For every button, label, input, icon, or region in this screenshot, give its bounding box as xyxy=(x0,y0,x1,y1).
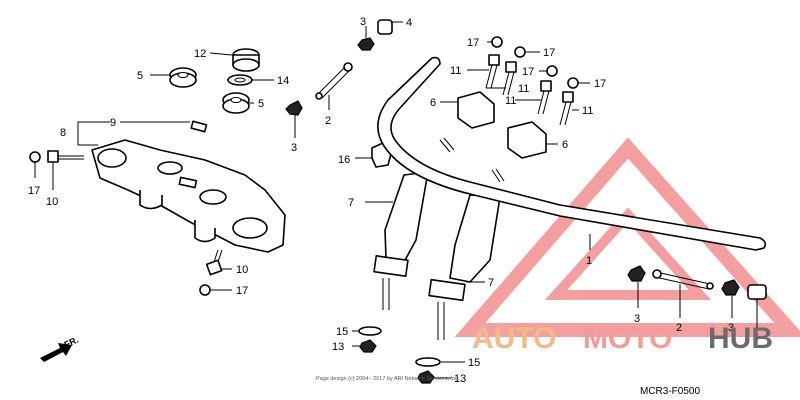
label-10-left: 10 xyxy=(46,196,58,208)
label-3-mid: 3 xyxy=(291,142,297,154)
label-11-b: 11 xyxy=(518,83,529,95)
fr-label: FR. xyxy=(63,335,80,350)
label-17-c: 17 xyxy=(522,66,534,78)
handlebar-holder-upper: 6 xyxy=(430,91,495,129)
front-direction-arrow: FR. xyxy=(40,335,80,362)
copyright-text: Page design (c) 2004 - 2017 by ARI Netwo… xyxy=(316,376,460,382)
watermark-hub: HUB xyxy=(708,322,773,355)
pinch-bolt-10-left: 17 10 xyxy=(28,150,84,208)
label-8: 8 xyxy=(60,127,66,139)
label-17-a: 17 xyxy=(467,37,479,49)
label-1: 1 xyxy=(586,255,592,267)
nut-3-mid: 3 xyxy=(285,100,303,154)
callout-8-9: 8 9 xyxy=(60,117,208,146)
label-13-left: 13 xyxy=(332,341,344,353)
label-17-left: 17 xyxy=(28,185,40,197)
label-11-a: 11 xyxy=(450,65,461,77)
label-3-right-b: 3 xyxy=(728,322,734,334)
label-15-right: 15 xyxy=(468,357,480,369)
nut-and-clip-top: 3 4 xyxy=(357,16,412,51)
pinch-bolt-10-lower: 10 17 xyxy=(199,249,248,297)
label-4-right: 4 xyxy=(753,332,759,344)
label-10-lower: 10 xyxy=(236,264,248,276)
washer-nut-right: 15 13 xyxy=(415,357,480,385)
label-11-c: 11 xyxy=(505,95,516,107)
label-2-left: 2 xyxy=(325,115,331,127)
label-12: 12 xyxy=(194,48,206,60)
label-7-left: 7 xyxy=(348,197,354,209)
handlebar-pipe: 1 xyxy=(377,56,767,267)
watermark-auto: AUTO xyxy=(472,322,556,355)
label-3-top: 3 xyxy=(360,16,366,28)
fork-pipe-left: 7 xyxy=(348,171,429,310)
label-3-right-a: 3 xyxy=(634,313,640,325)
label-5-top: 5 xyxy=(137,70,143,82)
label-6-lower: 6 xyxy=(562,139,568,151)
rod-assembly-right: 3 2 3 4 xyxy=(627,265,767,344)
label-16: 16 xyxy=(338,154,350,166)
watermark-triangle-inner xyxy=(544,207,712,300)
arrow-icon xyxy=(40,343,72,362)
label-14: 14 xyxy=(277,75,289,87)
label-13-right: 13 xyxy=(454,373,466,385)
diagram-code: MCR3-F0500 xyxy=(640,386,700,397)
label-17-lower: 17 xyxy=(236,285,248,297)
handlebar-holder-lower: 6 xyxy=(507,121,568,159)
washer-stack: 12 5 14 5 xyxy=(137,48,289,114)
washer-nut-left: 15 13 xyxy=(332,326,382,353)
label-9: 9 xyxy=(110,117,116,129)
label-11-d: 11 xyxy=(582,105,593,117)
holder-bolts: 17 17 17 17 11 11 11 11 xyxy=(450,36,606,126)
label-7-right: 7 xyxy=(488,277,494,289)
label-17-b: 17 xyxy=(543,47,555,59)
watermark-text: AUTO MOTO HUB xyxy=(472,322,773,355)
label-15-left: 15 xyxy=(336,326,348,338)
watermark-moto: MOTO xyxy=(583,322,672,355)
label-2-right: 2 xyxy=(676,322,682,334)
top-bridge xyxy=(91,139,286,253)
label-17-d: 17 xyxy=(594,78,606,90)
label-4-top: 4 xyxy=(406,17,412,29)
label-6-upper: 6 xyxy=(430,97,436,109)
rod-2-left: 2 xyxy=(315,62,353,127)
label-5-bottom: 5 xyxy=(258,98,264,110)
